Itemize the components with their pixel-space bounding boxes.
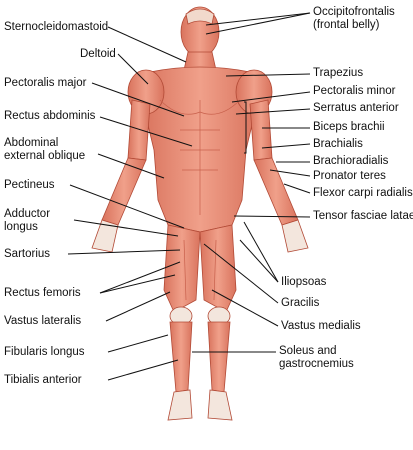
line-occipitofrontalis-a [205, 12, 311, 26]
label-adductor-longus-2: longus [4, 221, 38, 233]
left-thigh [163, 224, 201, 313]
line-vastus-medialis [211, 289, 279, 327]
line-occipitofrontalis-b [205, 12, 311, 35]
line-iliopsoas-b [243, 221, 279, 283]
label-abdominal-external-oblique-1: Abdominal [4, 137, 59, 149]
label-occipitofrontalis-1: Occipitofrontalis [313, 6, 395, 18]
line-adductor-longus [73, 219, 179, 237]
label-sartorius: Sartorius [4, 248, 51, 260]
label-occipitofrontalis-2: (frontal belly) [313, 19, 380, 31]
label-sternocleidomastoid: Sternocleidomastoid [4, 21, 109, 33]
label-gracilis: Gracilis [281, 297, 320, 309]
label-adductor-longus-1: Adductor [4, 208, 51, 220]
label-pectoralis-minor: Pectoralis minor [313, 85, 396, 97]
label-tensor-fasciae-latae: Tensor fasciae latae [313, 210, 413, 222]
label-abdominal-external-oblique-2: external oblique [4, 150, 86, 162]
line-pectoralis-major [91, 82, 185, 117]
line-sartorius [67, 249, 181, 255]
line-flexor-carpi-radialis [283, 183, 311, 194]
label-deltoid: Deltoid [80, 48, 116, 60]
line-fibularis-longus [107, 334, 169, 353]
right-upper-arm [249, 99, 273, 161]
line-rectus-femoris-b [99, 274, 176, 294]
line-tibialis-anterior [107, 359, 179, 381]
label-rectus-abdominis: Rectus abdominis [4, 110, 96, 122]
left-foot [167, 389, 193, 421]
label-flexor-carpi-radialis: Flexor carpi radialis [313, 187, 413, 199]
label-vastus-lateralis: Vastus lateralis [4, 315, 82, 327]
label-serratus-anterior: Serratus anterior [313, 102, 399, 114]
label-soleus-gastrocnemius-2: gastrocnemius [279, 358, 354, 370]
right-shin [207, 321, 231, 393]
leader-lines [67, 12, 311, 381]
label-biceps-brachii: Biceps brachii [313, 121, 385, 133]
line-deltoid [117, 53, 149, 85]
line-pronator-teres [269, 169, 311, 177]
line-iliopsoas-a [239, 239, 279, 283]
line-abdominal-external-oblique [97, 153, 165, 179]
line-rectus-abdominis [99, 116, 193, 147]
left-shin [169, 321, 193, 393]
label-vastus-medialis: Vastus medialis [281, 320, 361, 332]
label-brachioradialis: Brachioradialis [313, 155, 389, 167]
left-forearm [101, 157, 147, 226]
line-tensor-fasciae-latae [233, 215, 311, 218]
label-soleus-gastrocnemius-1: Soleus and [279, 345, 337, 357]
line-rectus-femoris-a [99, 261, 181, 294]
line-gracilis [203, 243, 279, 304]
line-serratus-bracket [244, 101, 247, 154]
label-pectineus: Pectineus [4, 179, 55, 191]
muscle-details [159, 99, 241, 301]
label-brachialis: Brachialis [313, 138, 363, 150]
line-trapezius [225, 73, 311, 77]
label-trapezius: Trapezius [313, 67, 364, 79]
right-hand [281, 219, 309, 253]
label-pronator-teres: Pronator teres [313, 170, 386, 182]
line-vastus-lateralis [105, 291, 171, 322]
line-sternocleidomastoid [107, 26, 187, 63]
line-pectineus [69, 184, 185, 229]
label-fibularis-longus: Fibularis longus [4, 346, 85, 358]
label-iliopsoas: Iliopsoas [281, 276, 327, 288]
right-foot [207, 389, 233, 421]
label-pectoralis-major: Pectoralis major [4, 77, 87, 89]
left-upper-arm [127, 99, 151, 161]
right-forearm [253, 157, 299, 226]
label-rectus-femoris: Rectus femoris [4, 287, 81, 299]
line-brachialis [261, 143, 311, 149]
label-tibialis-anterior: Tibialis anterior [4, 374, 82, 386]
right-thigh [199, 224, 237, 313]
line-pectoralis-minor [231, 91, 311, 103]
line-serratus-anterior [235, 108, 311, 115]
